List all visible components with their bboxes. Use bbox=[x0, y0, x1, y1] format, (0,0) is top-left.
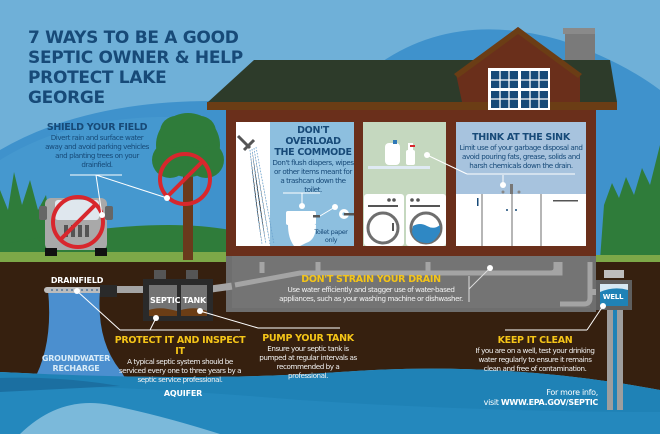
detergent-bottle-icon bbox=[385, 140, 400, 165]
toilet-paper-icon bbox=[339, 209, 354, 219]
well-label: WELL bbox=[602, 293, 624, 301]
spray-bottle-icon bbox=[406, 143, 415, 165]
tip-heading: THINK AT THE SINK bbox=[472, 132, 570, 143]
faucet-icon bbox=[501, 184, 521, 194]
kitchen-cabinet-icon bbox=[456, 194, 586, 246]
toilet-icon bbox=[286, 211, 316, 246]
epa-septic-link[interactable]: WWW.EPA.GOV/SEPTIC bbox=[500, 398, 598, 407]
tip-think-at-the-sink: THINK AT THE SINK Limit use of your garb… bbox=[456, 132, 586, 170]
showerhead-icon bbox=[236, 134, 275, 245]
tip-body: Ensure your septic tank is pumped at reg… bbox=[259, 344, 357, 380]
prohibited-car-icon bbox=[51, 195, 105, 249]
tip-body: Divert rain and surface water away and a… bbox=[45, 133, 149, 169]
tip-heading: PUMP YOUR TANK bbox=[262, 333, 354, 344]
tip-keep-it-clean: KEEP IT CLEAN If you are on a well, test… bbox=[470, 335, 600, 373]
toilet-paper-note: Toilet paper only bbox=[314, 228, 348, 244]
washer-icon bbox=[364, 194, 404, 246]
forest-right bbox=[600, 145, 660, 260]
tip-dont-strain-your-drain: DON'T STRAIN YOUR DRAIN Use water effici… bbox=[276, 274, 466, 303]
tip-heading: DON'T OVERLOAD bbox=[285, 125, 341, 147]
tip-body: A typical septic system should be servic… bbox=[118, 357, 242, 384]
page-title: 7 WAYS TO BE A GOOD SEPTIC OWNER & HELP … bbox=[28, 28, 243, 108]
tip-body: Use water efficiently and stagger use of… bbox=[279, 285, 463, 303]
septic-tank-icon bbox=[143, 270, 213, 321]
tip-body: Don't flush diapers, wipes or other item… bbox=[272, 158, 354, 194]
tip-pump-your-tank: PUMP YOUR TANK Ensure your septic tank i… bbox=[258, 333, 358, 380]
tip-shield-your-field: SHIELD YOUR FIELD Divert rain and surfac… bbox=[42, 122, 152, 169]
drainfield-label: DRAINFIELD bbox=[50, 276, 104, 285]
groundwater-recharge-label: GROUNDWATER RECHARGE bbox=[41, 354, 111, 373]
tip-protect-it-and-inspect-it: PROTECT IT AND INSPECT IT A typical sept… bbox=[114, 335, 246, 384]
forest-left bbox=[0, 172, 55, 250]
aquifer-label: AQUIFER bbox=[163, 389, 203, 398]
prohibited-tree-icon bbox=[158, 152, 212, 206]
tip-dont-overload-the-commode: DON'T OVERLOAD THE COMMODE Don't flush d… bbox=[272, 125, 354, 194]
tip-heading: PROTECT IT AND INSPECT IT bbox=[114, 335, 246, 357]
tip-heading: KEEP IT CLEAN bbox=[497, 335, 573, 346]
tip-body: If you are on a well, test your drinking… bbox=[475, 346, 595, 373]
tip-heading: THE COMMODE bbox=[274, 147, 352, 158]
more-info-footer: For more info, visit WWW.EPA.GOV/SEPTIC bbox=[483, 388, 599, 407]
septic-tank-label: SEPTIC TANK bbox=[150, 296, 206, 305]
tip-heading: SHIELD YOUR FIELD bbox=[46, 122, 148, 133]
tip-body: Limit use of your garbage disposal and a… bbox=[459, 143, 583, 170]
tip-heading: DON'T STRAIN YOUR DRAIN bbox=[301, 274, 441, 285]
dryer-icon bbox=[406, 194, 446, 246]
well-icon bbox=[590, 270, 632, 410]
